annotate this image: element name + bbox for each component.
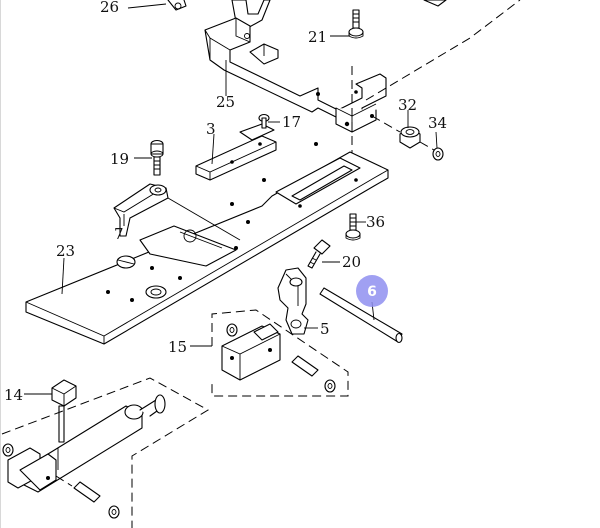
callout-14: 14 <box>4 386 23 404</box>
leader-lines <box>24 3 438 395</box>
part-19-screw <box>150 139 164 176</box>
part-21-screw <box>348 9 364 39</box>
part-5-lever <box>277 267 309 335</box>
assembly-dashed-outline-bottom <box>1 377 209 528</box>
left-border <box>0 0 1 528</box>
marker-label[interactable]: 6 <box>367 284 377 300</box>
callout-32: 32 <box>398 96 417 114</box>
part-17-screw <box>258 113 270 129</box>
callout-17: 17 <box>282 113 301 131</box>
callout-15: 15 <box>168 338 187 356</box>
part-26-bracket <box>167 0 447 31</box>
callout-20: 20 <box>342 253 361 271</box>
callout-19: 19 <box>110 150 129 168</box>
callout-7: 7 <box>114 225 124 243</box>
callout-34: 34 <box>428 114 447 132</box>
callout-21: 21 <box>308 28 327 46</box>
part-6-shaft <box>319 287 403 344</box>
highlight-marker-6[interactable]: 6 <box>356 275 388 307</box>
callout-3: 3 <box>206 120 216 138</box>
part-36-screw <box>345 213 361 241</box>
part-23-main-plate <box>25 142 389 345</box>
callout-23: 23 <box>56 242 75 260</box>
callout-26: 26 <box>100 0 119 16</box>
part-15-clevis <box>221 323 336 393</box>
callout-labels: 26 21 25 3 17 32 34 19 7 36 23 20 5 15 1… <box>4 0 447 404</box>
callout-25: 25 <box>216 93 235 111</box>
callout-5: 5 <box>320 320 330 338</box>
air-cylinder <box>2 394 166 519</box>
part-20-screw <box>307 239 331 269</box>
callout-36: 36 <box>366 213 385 231</box>
part-14-fitting <box>51 379 77 443</box>
assembly-dashed-outline-15 <box>211 309 349 397</box>
marker-circle[interactable] <box>356 275 388 307</box>
part-32-bushing <box>399 126 421 149</box>
part-34-washer <box>432 147 444 161</box>
part-7-arm <box>113 183 169 237</box>
